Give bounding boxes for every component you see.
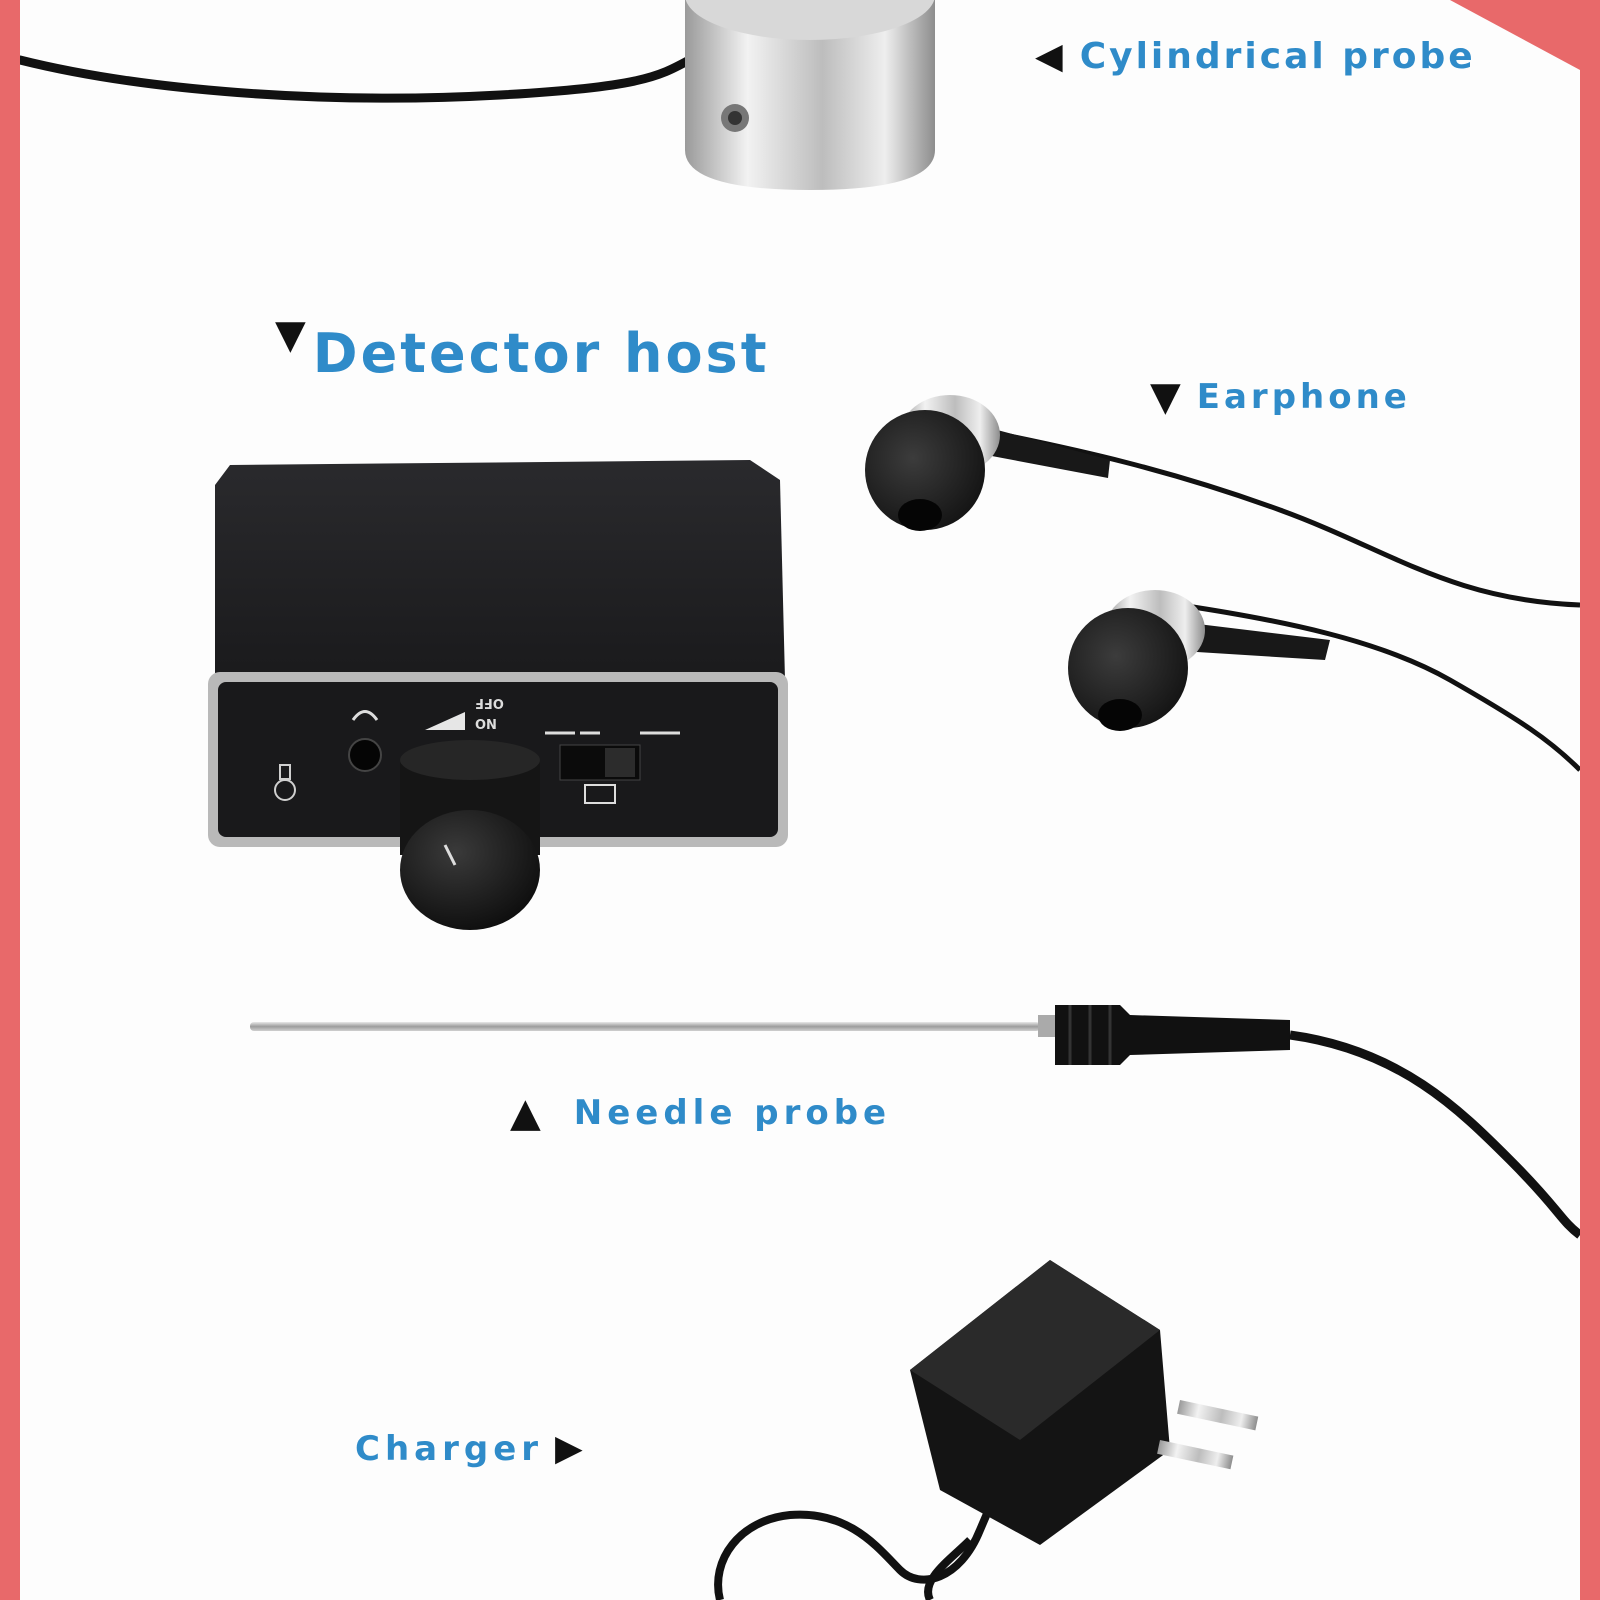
down-pointer-icon: ▼ [275,312,309,358]
down-pointer-icon: ▼ [1150,374,1185,420]
off-marking: OFF [475,695,504,710]
up-pointer-icon: ▲ [510,1090,546,1136]
corner-accent [1450,0,1580,70]
earphone-label: ▼ Earphone [1150,374,1411,420]
needle-probe-text: Needle probe [573,1093,892,1133]
detector-host [208,460,788,930]
detector-host-label: ▼ Detector host [275,312,770,385]
needle-probe-label: ▲ Needle probe [510,1090,891,1136]
product-photo-frame: OFF ON ◀ Cylindrical probe ▼ Detector ho… [20,0,1580,1600]
cylindrical-probe-cable [20,40,725,103]
earphones [865,395,1580,772]
right-pointer-icon: ▶ [555,1428,588,1469]
accessories-illustration [20,0,1580,1600]
left-pointer-icon: ◀ [1035,36,1066,77]
needle-probe [250,1005,1580,1239]
cylindrical-probe-text: Cylindrical probe [1079,36,1476,77]
charger [714,1260,1259,1600]
charger-text: Charger [355,1428,544,1469]
charger-label: Charger ▶ [355,1428,588,1469]
earphone-text: Earphone [1196,377,1411,417]
detector-host-text: Detector host [312,322,770,385]
power-marking: OFF [475,695,504,710]
on-marking: ON [475,718,497,733]
cylindrical-probe-label: ◀ Cylindrical probe [1035,36,1476,77]
cylindrical-probe [685,0,935,190]
